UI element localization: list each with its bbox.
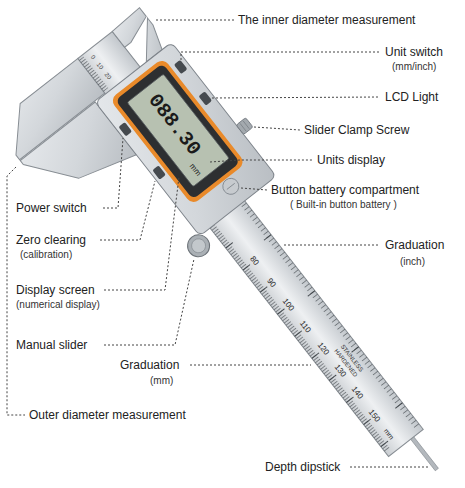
scale-number: 80 bbox=[248, 255, 260, 267]
callout-sublabel: (calibration) bbox=[20, 250, 72, 260]
callout-sublabel: (numerical display) bbox=[16, 300, 100, 310]
callout-sublabel: ( Built-in button battery ) bbox=[290, 200, 397, 210]
callout-label: LCD Light bbox=[385, 91, 438, 103]
lcd-reading: 088.30 bbox=[144, 91, 204, 160]
callout-label: Graduation bbox=[120, 359, 179, 371]
callout-label: Outer diameter measurement bbox=[29, 409, 186, 421]
scale-number: 90 bbox=[265, 277, 277, 289]
callout-label: Button battery compartment bbox=[271, 184, 419, 196]
callout-sublabel: (mm) bbox=[150, 376, 173, 386]
scale-number: 150 bbox=[367, 408, 382, 423]
scale-number: 0 bbox=[89, 54, 96, 60]
callout-label: Power switch bbox=[16, 202, 87, 214]
callout-sublabel: (inch) bbox=[400, 257, 425, 267]
callout-sublabel: (mm/inch) bbox=[392, 62, 436, 72]
callout-label: Units display bbox=[317, 154, 385, 166]
callout-label: Slider Clamp Screw bbox=[304, 124, 409, 136]
callout-label: Manual slider bbox=[16, 339, 87, 351]
callout-label: Graduation bbox=[385, 239, 444, 251]
callout-label: Depth dipstick bbox=[265, 461, 340, 473]
lcd-unit: mm bbox=[188, 162, 203, 177]
callout-label: The inner diameter measurement bbox=[238, 14, 415, 26]
scale-number: 100 bbox=[281, 298, 296, 313]
scale-number: 10 bbox=[96, 62, 105, 71]
callout-label: Display screen bbox=[16, 284, 95, 296]
scale-number: 110 bbox=[298, 320, 312, 335]
scale-unit: mm bbox=[382, 427, 395, 441]
leader-lines bbox=[7, 20, 430, 467]
scale-number: 20 bbox=[103, 71, 112, 80]
callout-label: Unit switch bbox=[385, 46, 443, 58]
callout-label: Zero clearing bbox=[16, 234, 86, 246]
scale-number: 140 bbox=[350, 386, 365, 401]
scale-number: 120 bbox=[315, 342, 330, 357]
